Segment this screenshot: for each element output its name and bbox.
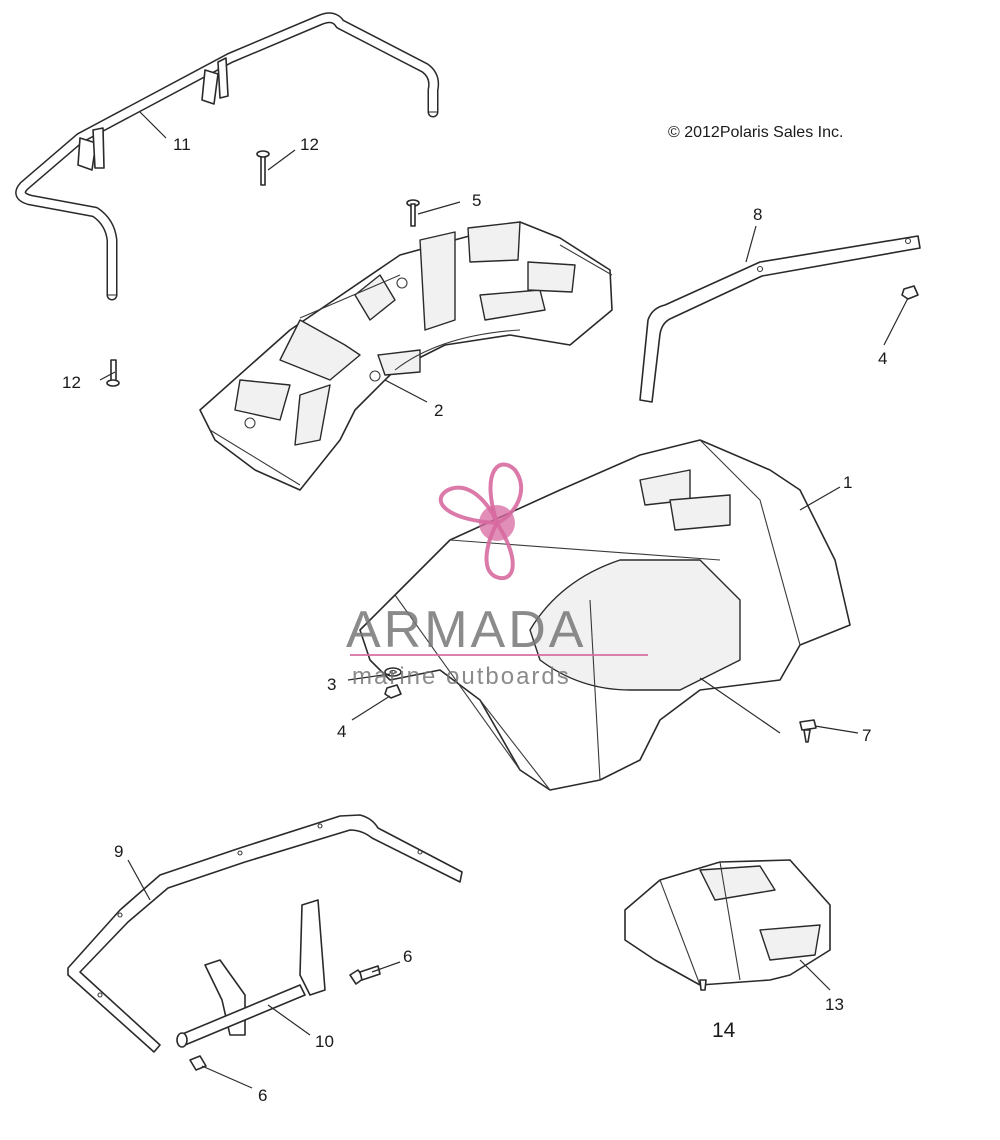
- part-2-rear-rack: [199, 221, 613, 491]
- part-9-lower-rail: [67, 814, 463, 1053]
- callout-13: 13: [825, 995, 844, 1014]
- part-6-bolt-lower: [189, 1055, 207, 1071]
- watermark-propeller-logo: [438, 462, 523, 581]
- callout-10: 10: [315, 1032, 334, 1051]
- part-13-shield: [624, 859, 831, 986]
- callout-14: 14: [712, 1019, 736, 1042]
- part-3-washer: [384, 667, 402, 677]
- callout-11: 11: [173, 135, 191, 154]
- part-7-rivet: [799, 719, 817, 743]
- part-5-screw: [406, 199, 420, 227]
- part-4-nut-right: [901, 285, 919, 300]
- callout-7: 7: [862, 726, 871, 745]
- watermark-brand: ARMADA: [346, 601, 586, 659]
- callout-4-center: 4: [337, 722, 346, 741]
- callout-5: 5: [472, 191, 481, 210]
- part-8-bar: [639, 235, 921, 403]
- callout-12-top: 12: [300, 135, 319, 154]
- copyright-notice: © 2012Polaris Sales Inc.: [668, 124, 843, 141]
- callout-9: 9: [114, 842, 123, 861]
- part-11-rack-rail: [15, 12, 440, 301]
- part-12-pin-top: [256, 150, 270, 186]
- callout-1: 1: [843, 473, 852, 492]
- part-4-nut-center: [384, 684, 402, 699]
- callout-labels: 11 12 5 12 2 8 4 1 3 4 7 9 6 10 6 13 14: [62, 135, 887, 1105]
- callout-2: 2: [434, 401, 443, 420]
- leader-lines: [99, 111, 909, 1089]
- callout-12-left: 12: [62, 373, 81, 392]
- part-14-screw: [699, 979, 707, 991]
- part-10-bracket: [176, 899, 326, 1048]
- callout-6-upper: 6: [403, 947, 412, 966]
- callout-8: 8: [753, 205, 762, 224]
- callout-4-right: 4: [878, 349, 887, 368]
- callout-3: 3: [327, 675, 336, 694]
- watermark: ARMADA marine outboards: [346, 462, 648, 690]
- callout-6-lower: 6: [258, 1086, 267, 1105]
- part-6-bolt-upper: [349, 965, 381, 985]
- watermark-tagline: marine outboards: [352, 663, 571, 690]
